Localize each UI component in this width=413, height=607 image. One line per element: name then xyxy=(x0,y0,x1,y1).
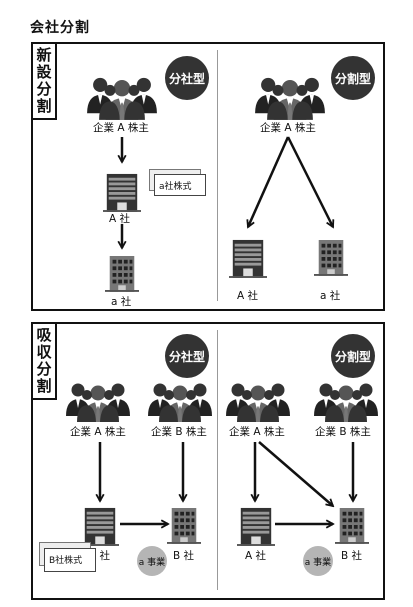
shareholders-icon xyxy=(254,76,326,120)
badge-spinoff: 分社型 xyxy=(165,334,209,378)
shareholders-a-icon xyxy=(225,382,291,422)
company-a-building-icon xyxy=(237,506,275,546)
tag-char: 割 xyxy=(36,97,52,115)
tag-char: 新 xyxy=(36,46,52,64)
company-building-icon xyxy=(229,238,267,278)
label-company-b: B 社 xyxy=(173,550,195,562)
label-shareholders-a: 企業 A 株主 xyxy=(70,426,126,438)
tag-char: 設 xyxy=(36,63,52,81)
absorption-split-panel: 吸 収 分 割 分社型 企業 A 株主 企業 B 株主 A 社 B 社 B社株式… xyxy=(31,322,385,600)
label-company-a: A 社 xyxy=(245,550,267,562)
label-shareholders-b: 企業 B 株主 xyxy=(315,426,371,438)
badge-split: 分割型 xyxy=(331,334,375,378)
arrows-layer xyxy=(33,441,387,602)
badge-split: 分割型 xyxy=(331,56,375,100)
shareholders-b-icon xyxy=(147,382,213,422)
arrow-a-shareholders-to-b-right xyxy=(258,441,333,506)
label-new-company: a 社 xyxy=(111,296,132,308)
tag-char: 分 xyxy=(36,80,52,98)
shares-card-label: a社株式 xyxy=(159,182,192,192)
company-building-icon xyxy=(103,172,141,212)
business-badge: a 事業 xyxy=(303,546,333,576)
panel-divider xyxy=(217,330,218,590)
company-b-building-icon xyxy=(335,506,369,544)
company-b-building-icon xyxy=(167,506,201,544)
shareholders-b-icon xyxy=(313,382,379,422)
label-shareholders-a: 企業 A 株主 xyxy=(229,426,285,438)
new-company-building-icon xyxy=(314,238,348,276)
label-shareholders-b: 企業 B 株主 xyxy=(151,426,207,438)
new-split-panel: 新 設 分 割 分社型 企業 A 株主 A 社 a社株式 a 社 分割型 企業 … xyxy=(31,42,385,311)
label-shareholders: 企業 A 株主 xyxy=(260,122,316,134)
tag-char: 割 xyxy=(36,377,52,395)
tag-char: 分 xyxy=(36,360,52,378)
shareholders-icon xyxy=(86,76,158,120)
panel-divider xyxy=(217,50,218,301)
arrows-layer xyxy=(33,136,387,313)
panel-tag-new-split: 新 設 分 割 xyxy=(31,42,57,120)
page-title: 会社分割 xyxy=(30,20,90,36)
panel-tag-absorption-split: 吸 収 分 割 xyxy=(31,322,57,400)
shares-card: B社株式 xyxy=(39,542,97,574)
new-company-building-icon xyxy=(105,254,139,292)
badge-spinoff: 分社型 xyxy=(165,56,209,100)
label-shareholders: 企業 A 株主 xyxy=(93,122,149,134)
tag-char: 収 xyxy=(36,343,52,361)
label-company-a: A 社 xyxy=(109,213,131,225)
label-new-company: a 社 xyxy=(320,290,341,302)
label-company-a: A 社 xyxy=(237,290,259,302)
shares-card-label: B社株式 xyxy=(49,556,83,566)
company-a-building-icon xyxy=(81,506,119,546)
arrow-shareholders-to-new-right xyxy=(286,136,333,227)
shareholders-a-icon xyxy=(65,382,131,422)
shares-card: a社株式 xyxy=(149,169,207,197)
arrow-shareholders-to-a-right xyxy=(248,136,290,227)
label-company-b: B 社 xyxy=(341,550,363,562)
business-badge: a 事業 xyxy=(137,546,167,576)
tag-char: 吸 xyxy=(36,326,52,344)
